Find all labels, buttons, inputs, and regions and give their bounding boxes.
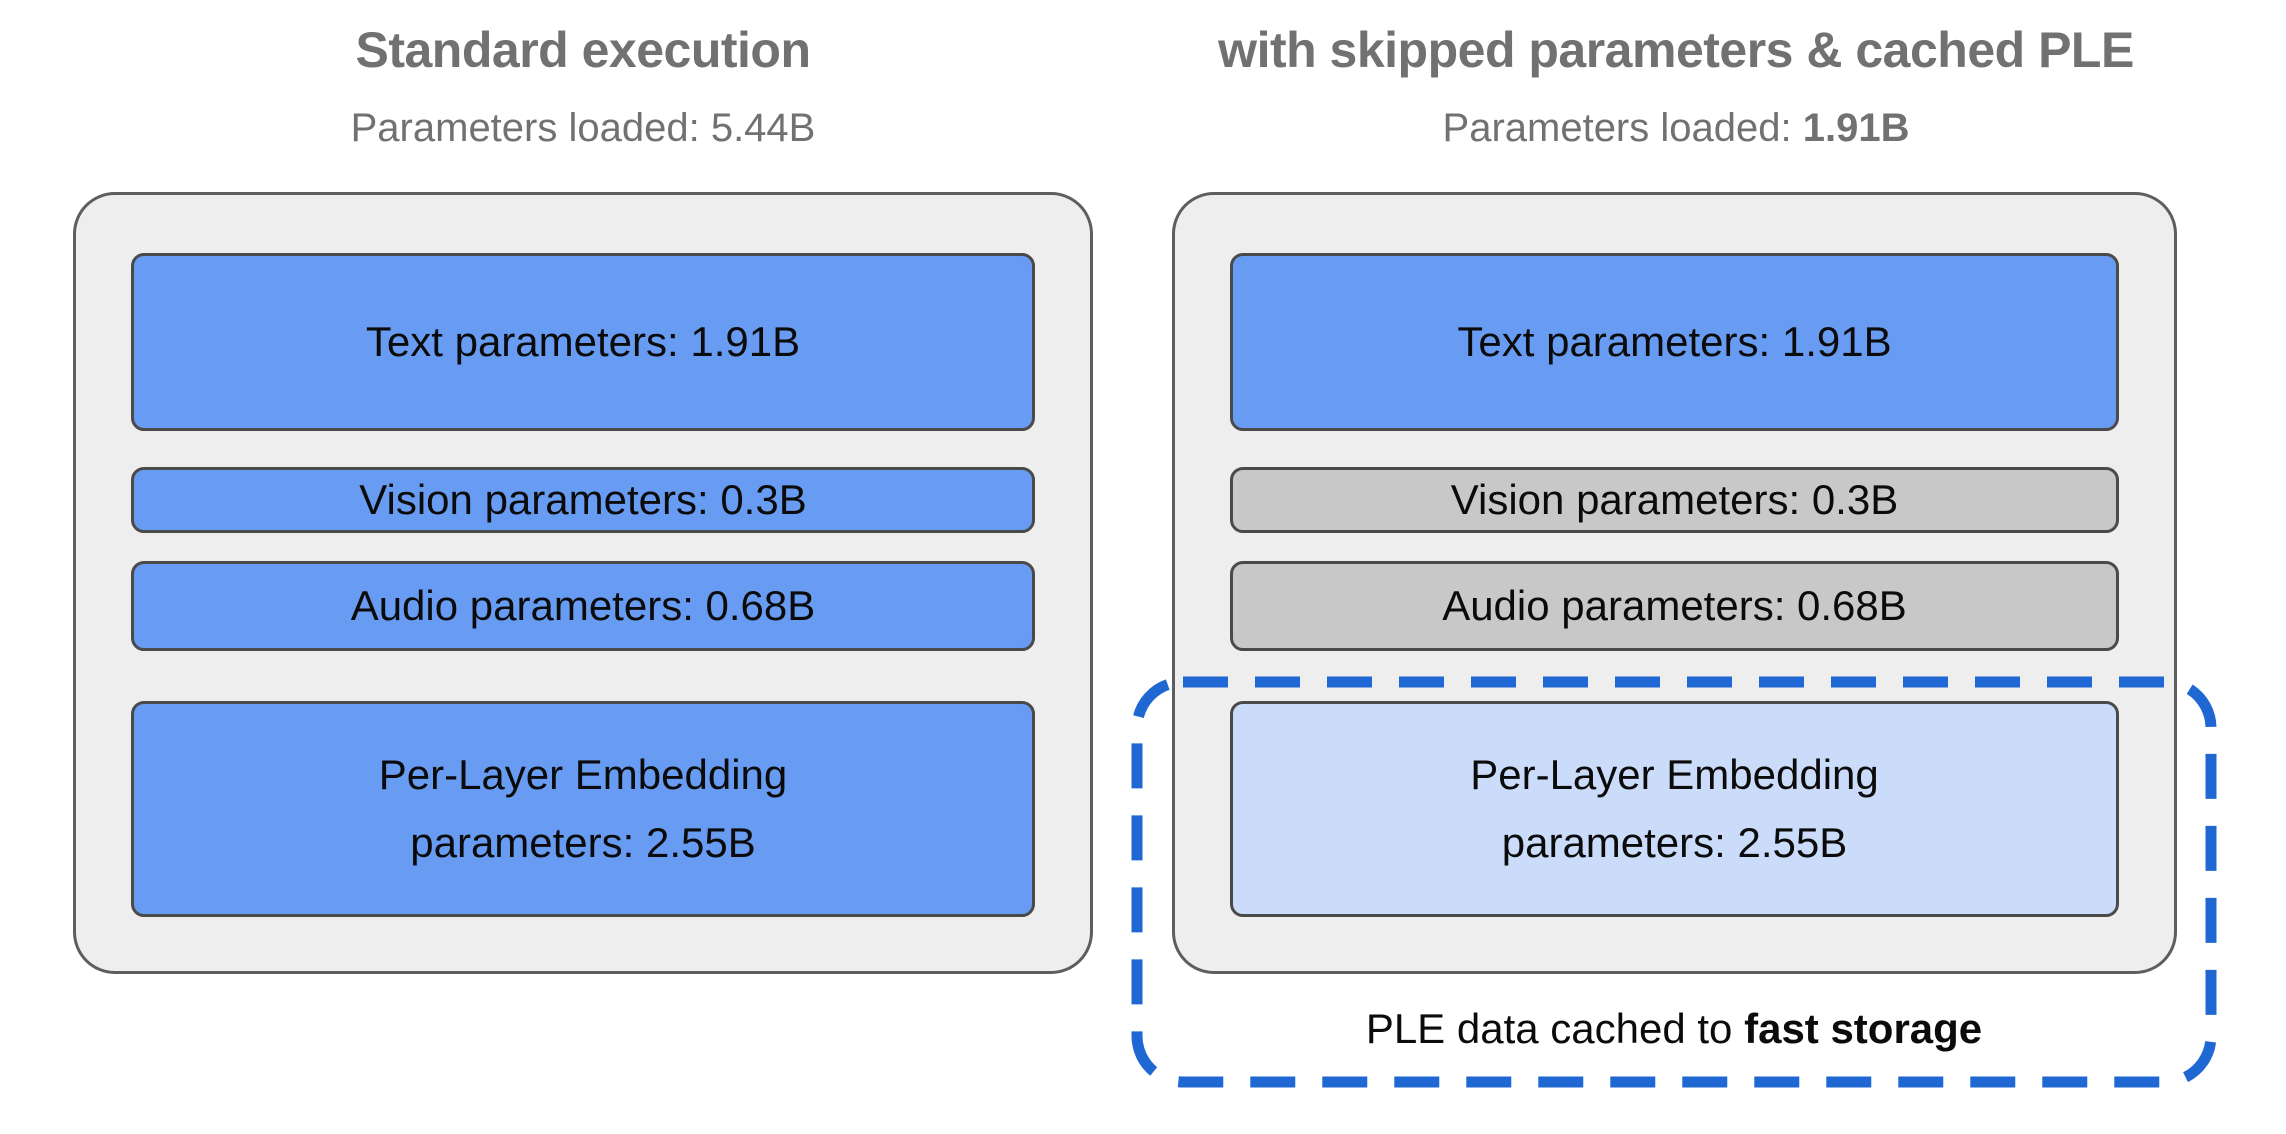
right-panel-title: with skipped parameters & cached PLE <box>1218 22 2134 78</box>
left-panel-title: Standard execution <box>355 22 812 78</box>
right-subtitle-value: 1.91B <box>1802 106 1910 150</box>
left-text-params-label: Text parameters: 1.91B <box>365 317 801 365</box>
left-text-params-box: Text parameters: 1.91B <box>131 253 1035 431</box>
left-ple-params-label: Per-Layer Embedding parameters: 2.55B <box>378 750 788 866</box>
right-subtitle-label: Parameters loaded: <box>1442 106 1803 150</box>
right-text-params-box: Text parameters: 1.91B <box>1230 253 2119 431</box>
right-ple-params-box: Per-Layer Embedding parameters: 2.55B <box>1230 701 2119 917</box>
left-audio-params-label: Audio parameters: 0.68B <box>350 581 816 629</box>
right-ple-params-label: Per-Layer Embedding parameters: 2.55B <box>1470 750 1879 866</box>
ple-cache-caption-bold: fast storage <box>1744 1005 1983 1052</box>
ple-cache-caption-prefix: PLE data cached to <box>1365 1005 1745 1052</box>
left-vision-params-box: Vision parameters: 0.3B <box>131 467 1035 533</box>
left-audio-params-box: Audio parameters: 0.68B <box>131 561 1035 651</box>
left-vision-params-label: Vision parameters: 0.3B <box>359 475 807 523</box>
right-audio-params-label: Audio parameters: 0.68B <box>1442 581 1907 629</box>
right-vision-params-box: Vision parameters: 0.3B <box>1230 467 2119 533</box>
ple-cache-caption: PLE data cached to fast storage <box>1131 1002 2217 1057</box>
right-panel-subtitle: Parameters loaded: 1.91B <box>1133 104 2219 152</box>
left-model-container: Text parameters: 1.91B Vision parameters… <box>73 192 1093 974</box>
right-text-params-label: Text parameters: 1.91B <box>1457 317 1892 365</box>
left-ple-params-box: Per-Layer Embedding parameters: 2.55B <box>131 701 1035 917</box>
right-audio-params-box: Audio parameters: 0.68B <box>1230 561 2119 651</box>
left-panel-subtitle: Parameters loaded: 5.44B <box>350 106 816 150</box>
right-model-container: Text parameters: 1.91B Vision parameters… <box>1172 192 2177 974</box>
right-vision-params-label: Vision parameters: 0.3B <box>1450 475 1899 523</box>
